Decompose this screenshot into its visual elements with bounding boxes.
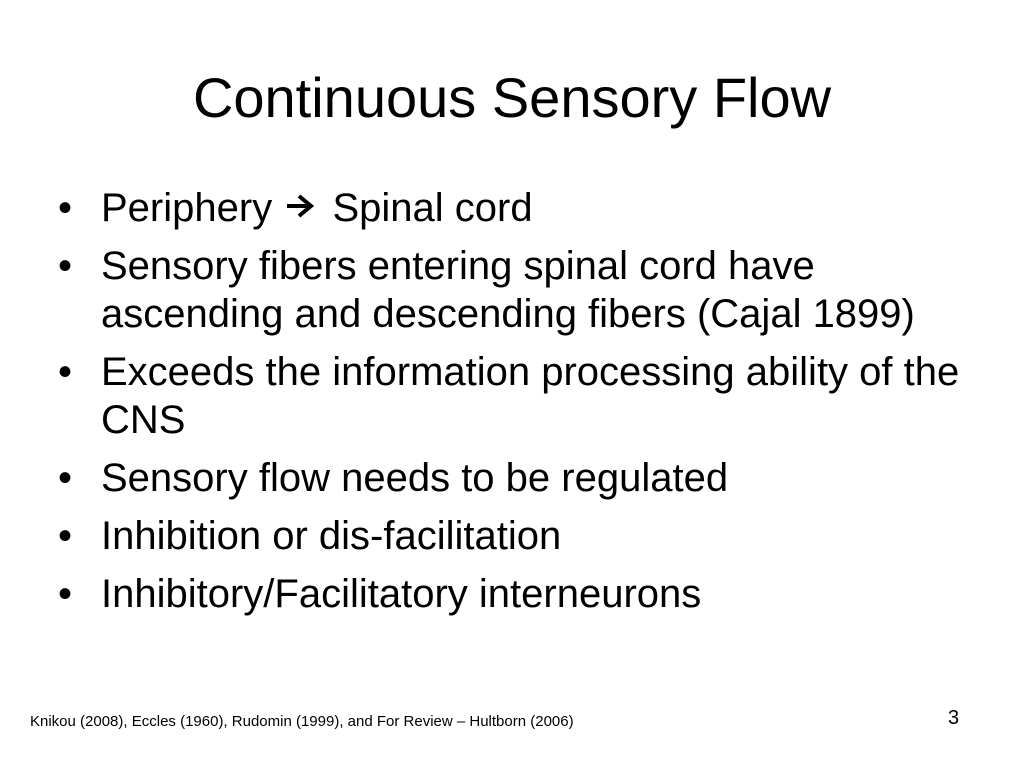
bullet-item-sensory-fibers: • Sensory fibers entering spinal cord ha… (58, 242, 968, 338)
bullet-item-inhibition: • Inhibition or dis-facilitation (58, 512, 968, 560)
bullet-text-spinal-cord: Spinal cord (332, 186, 533, 230)
bullet-dot: • (58, 244, 73, 288)
bullet-text: Sensory flow needs to be regulated (101, 456, 729, 500)
bullet-dot: • (58, 514, 73, 558)
bullet-text: Exceeds the information processing abili… (101, 350, 960, 442)
bullet-text: Inhibitory/Facilitatory interneurons (101, 572, 702, 616)
page-number: 3 (948, 707, 960, 729)
bullet-dot: • (58, 186, 73, 230)
bullet-list: • Periphery Spinal cord • Sensory fibers… (58, 184, 968, 628)
bullet-item-interneurons: • Inhibitory/Facilitatory interneurons (58, 570, 968, 618)
bullet-dot: • (58, 456, 73, 500)
slide-title: Continuous Sensory Flow (192, 66, 832, 129)
bullet-item-periphery: • Periphery Spinal cord (58, 184, 968, 232)
bullet-item-exceeds: • Exceeds the information processing abi… (58, 348, 968, 444)
bullet-dot: • (58, 350, 73, 394)
bullet-text-periphery: Periphery (101, 186, 273, 230)
bullet-text: Sensory fibers entering spinal cord have… (101, 244, 915, 336)
bullet-text: Inhibition or dis-facilitation (101, 514, 562, 558)
bullet-item-regulated: • Sensory flow needs to be regulated (58, 454, 968, 502)
right-arrow-icon (287, 194, 315, 218)
bullet-dot: • (58, 572, 73, 616)
footer-citation: Knikou (2008), Eccles (1960), Rudomin (1… (30, 713, 574, 730)
